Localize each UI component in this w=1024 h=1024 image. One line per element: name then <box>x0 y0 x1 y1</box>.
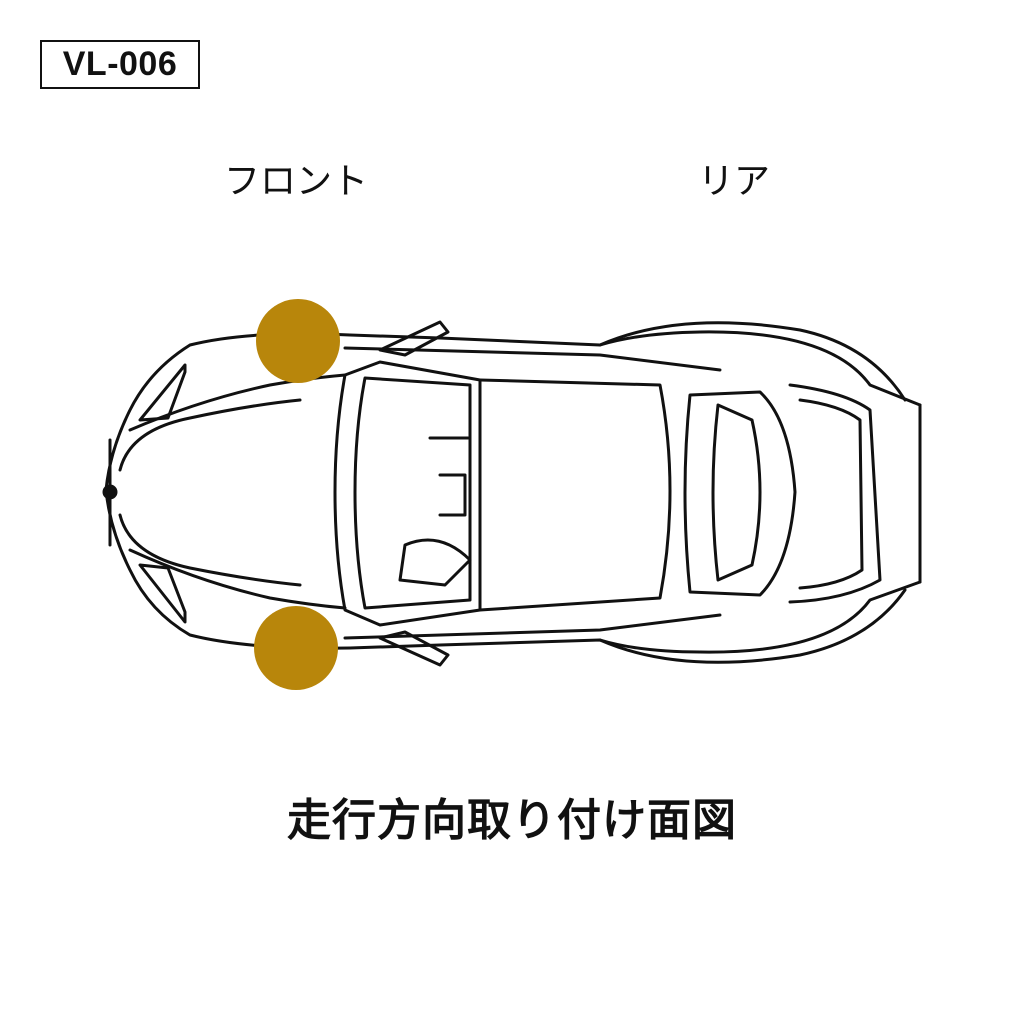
hood <box>128 373 347 432</box>
rear-label: リア <box>698 161 771 202</box>
rear-window <box>683 390 797 597</box>
headlight-left <box>138 363 187 422</box>
product-code: VL-006 <box>62 45 178 83</box>
roof <box>478 378 672 612</box>
product-code-box: VL-006 <box>40 40 200 89</box>
mirror-right <box>378 630 450 667</box>
front-label: フロント <box>224 161 369 202</box>
caption: 走行方向取り付け面図 <box>287 795 737 846</box>
front-right-marker <box>254 606 338 690</box>
headlight-right <box>138 563 187 624</box>
windshield <box>333 360 482 627</box>
front-left-marker <box>256 299 340 383</box>
mirror-left <box>378 320 450 357</box>
